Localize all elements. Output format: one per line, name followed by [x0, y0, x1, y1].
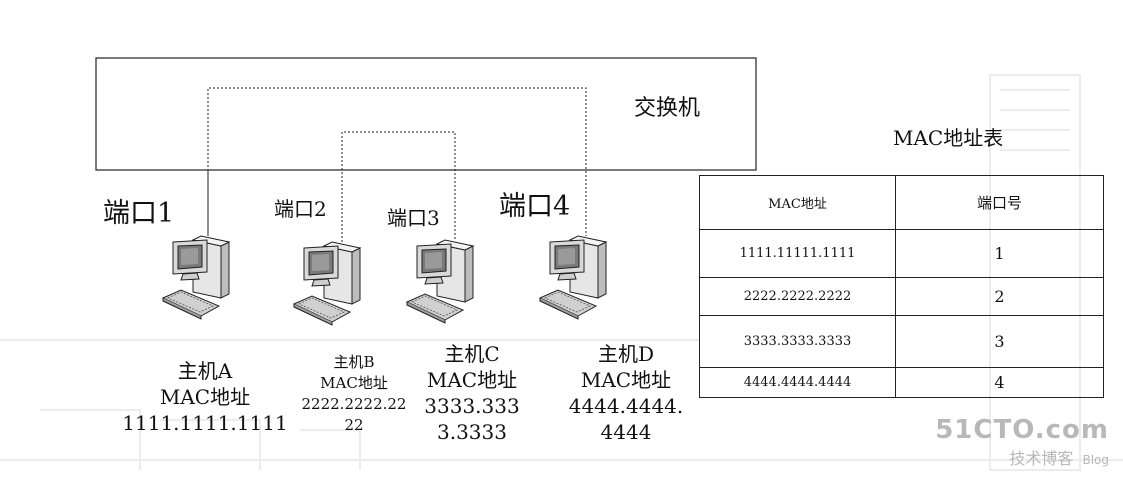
port-2-label: 端口2 [274, 197, 327, 221]
host-d-mac: 4444.4444. [568, 394, 684, 418]
row-1-mac: 1111.11111.1111 [699, 229, 896, 278]
path-port2-port3 [341, 131, 456, 242]
table-row: 2222.2222.2222 2 [699, 277, 1104, 316]
computer-b-icon [293, 241, 361, 326]
host-c-mac: 3333.333 [424, 394, 520, 418]
computer-d-icon [539, 235, 607, 320]
host-c-name: 主机C [444, 342, 500, 366]
watermark-blog: Blog [1082, 453, 1109, 467]
host-c-mac-caption: MAC地址 [426, 368, 518, 392]
row-3-mac: 3333.3333.3333 [699, 315, 896, 368]
mac-table-header: MAC地址 端口号 [699, 175, 1104, 230]
host-b-mac-cont: 22 [344, 416, 364, 434]
host-a-mac: 1111.1111.1111 [122, 411, 288, 435]
table-row: 1111.11111.1111 1 [699, 229, 1104, 278]
host-a-mac-caption: MAC地址 [159, 385, 251, 409]
watermark-sub: 技术博客 Blog [935, 445, 1109, 469]
host-a-name: 主机A [177, 359, 233, 383]
header-port: 端口号 [895, 175, 1104, 230]
mac-table-title: MAC地址表 [893, 126, 1004, 150]
computer-a-icon [162, 235, 230, 320]
host-c-label: 主机C MAC地址 3333.333 3.3333 [420, 341, 524, 445]
header-mac: MAC地址 [699, 175, 896, 230]
table-row: 3333.3333.3333 3 [699, 315, 1104, 368]
port-1-label: 端口1 [103, 198, 175, 229]
row-2-port: 2 [895, 277, 1104, 316]
host-c-mac-cont: 3.3333 [437, 420, 507, 444]
host-a-label: 主机A MAC地址 1111.1111.1111 [120, 358, 290, 436]
table-row: 4444.4444.4444 4 [699, 367, 1104, 398]
port-3-label: 端口3 [387, 206, 440, 230]
host-d-mac-cont: 4444 [600, 420, 652, 444]
host-b-name: 主机B [333, 353, 375, 371]
watermark-brand: 51CTO.com [935, 415, 1109, 445]
path-port1-port4 [207, 87, 587, 236]
mac-table: MAC地址 端口号 1111.11111.1111 1 2222.2222.22… [699, 175, 1104, 398]
row-4-mac: 4444.4444.4444 [699, 367, 896, 398]
switch-box [95, 57, 757, 171]
computer-c-icon [406, 239, 474, 324]
host-b-label: 主机B MAC地址 2222.2222.22 22 [296, 352, 412, 436]
host-d-label: 主机D MAC地址 4444.4444. 4444 [566, 341, 686, 445]
row-1-port: 1 [895, 229, 1104, 278]
row-3-port: 3 [895, 315, 1104, 368]
host-d-name: 主机D [597, 342, 655, 366]
row-4-port: 4 [895, 367, 1104, 398]
host-d-mac-caption: MAC地址 [580, 368, 672, 392]
watermark-sub-text: 技术博客 [1009, 449, 1074, 468]
host-b-mac: 2222.2222.22 [301, 395, 407, 413]
switch-label: 交换机 [634, 96, 701, 121]
watermark: 51CTO.com 技术博客 Blog [935, 415, 1109, 469]
row-2-mac: 2222.2222.2222 [699, 277, 896, 316]
host-b-mac-caption: MAC地址 [320, 374, 388, 392]
port-4-label: 端口4 [499, 191, 571, 222]
